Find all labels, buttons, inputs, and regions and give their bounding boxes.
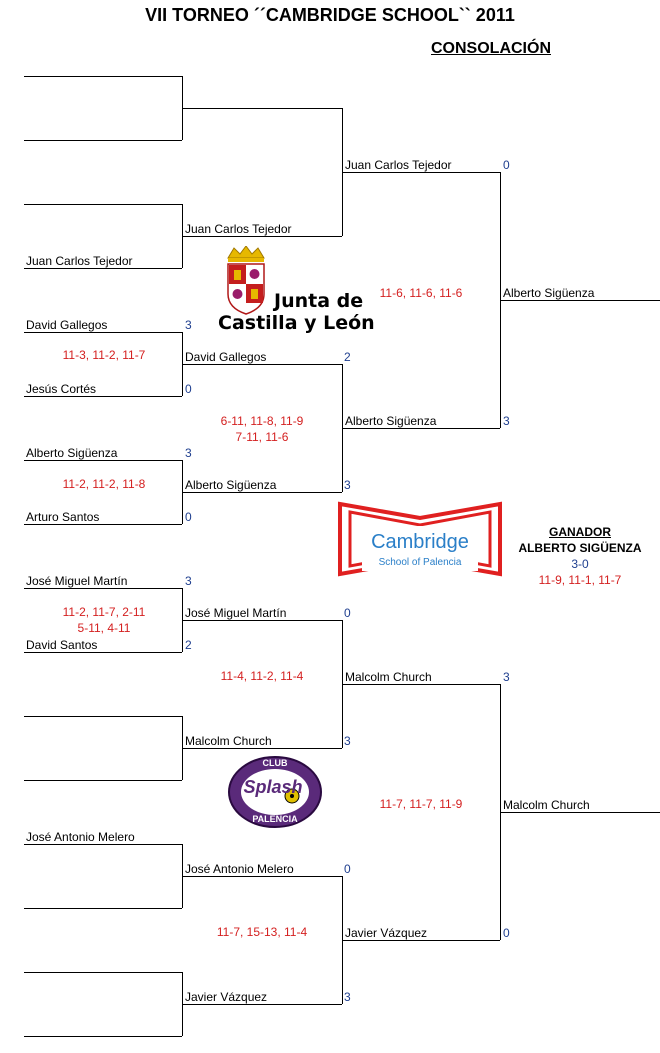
round1-player: Juan Carlos Tejedor <box>26 254 133 268</box>
round3-player: Alberto Sigüenza <box>345 414 437 428</box>
round1-player: José Miguel Martín <box>26 574 128 588</box>
round2-player: José Antonio Melero <box>185 862 294 876</box>
club-logo-top: CLUB <box>262 758 288 768</box>
cambridge-school-logo: Cambridge School of Palencia <box>338 498 502 580</box>
round2-line <box>182 1004 342 1005</box>
round1-line <box>24 780 182 781</box>
round2-score: 2 <box>344 350 351 364</box>
club-logo-bottom: PALENCIA <box>252 814 298 824</box>
round1-result: 11-2, 11-2, 11-8 <box>62 477 146 491</box>
round2-line <box>182 108 342 109</box>
round3-player: Juan Carlos Tejedor <box>345 158 452 172</box>
winner-result: 11-9, 11-1, 11-7 <box>538 573 622 587</box>
club-splash-logo: CLUB Splash PALENCIA <box>226 754 324 830</box>
round1-player: Alberto Sigüenza <box>26 446 118 460</box>
junta-logo-text-1: Junta de <box>274 290 364 312</box>
round1-result: 5-11, 4-11 <box>77 621 131 635</box>
round2-line <box>182 620 342 621</box>
round2-line <box>182 876 342 877</box>
round1-line <box>24 332 182 333</box>
round3-score: 3 <box>503 670 510 684</box>
round1-result: 11-3, 11-2, 11-7 <box>62 348 146 362</box>
round1-result: 11-2, 11-7, 2-11 <box>62 605 146 619</box>
round4-player: Alberto Sigüenza <box>503 286 595 300</box>
round1-line <box>24 972 182 973</box>
cambridge-logo-title: Cambridge <box>371 531 469 553</box>
round2-line <box>182 236 342 237</box>
round2-player: Javier Vázquez <box>185 990 268 1004</box>
round1-player: David Santos <box>26 638 98 652</box>
round1-player: José Antonio Melero <box>26 830 135 844</box>
round2-line <box>182 492 342 493</box>
round2-result: 6-11, 11-8, 11-9 <box>220 414 304 428</box>
round1-line <box>24 396 182 397</box>
round2-player: Juan Carlos Tejedor <box>185 222 292 236</box>
club-splash-icon <box>228 756 322 828</box>
round2-score: 3 <box>344 734 351 748</box>
round3-result: 11-6, 11-6, 11-6 <box>379 286 463 300</box>
round1-line <box>24 460 182 461</box>
round4-player: Malcolm Church <box>503 798 590 812</box>
round2-player: Malcolm Church <box>185 734 272 748</box>
round1-line <box>24 76 182 77</box>
round1-player: Arturo Santos <box>26 510 100 524</box>
round1-line <box>24 588 182 589</box>
round1-line <box>24 716 182 717</box>
round1-line <box>24 908 182 909</box>
round1-line <box>24 652 182 653</box>
round1-score: 3 <box>185 446 192 460</box>
round2-result: 11-7, 15-13, 11-4 <box>216 925 308 939</box>
round1-line <box>24 140 182 141</box>
round3-score: 3 <box>503 414 510 428</box>
round1-line <box>24 844 182 845</box>
round1-line <box>24 1036 182 1037</box>
round2-line <box>182 748 342 749</box>
round1-line <box>24 524 182 525</box>
round3-line <box>342 172 500 173</box>
round3-score: 0 <box>503 926 510 940</box>
round3-line <box>342 940 500 941</box>
round1-score: 3 <box>185 318 192 332</box>
round2-player: David Gallegos <box>185 350 267 364</box>
round3-score: 0 <box>503 158 510 172</box>
round2-line <box>182 364 342 365</box>
round4-line <box>500 300 660 301</box>
round1-line <box>24 268 182 269</box>
club-logo-name: Splash <box>243 777 303 797</box>
round1-score: 3 <box>185 574 192 588</box>
junta-logo-text-2: Castilla y León <box>218 312 375 334</box>
winner-label: GANADOR <box>549 525 611 539</box>
round2-score: 0 <box>344 606 351 620</box>
round1-score: 0 <box>185 510 192 524</box>
round1-player: Jesús Cortés <box>26 382 97 396</box>
winner-name: ALBERTO SIGÜENZA <box>518 541 642 555</box>
junta-castilla-leon-logo: Junta de Castilla y León <box>216 246 375 336</box>
coat-of-arms-icon <box>227 246 265 315</box>
round3-player: Malcolm Church <box>345 670 432 684</box>
round1-score: 2 <box>185 638 192 652</box>
round3-line <box>342 684 500 685</box>
round1-line <box>24 204 182 205</box>
round4-line <box>500 812 660 813</box>
round2-player: Alberto Sigüenza <box>185 478 277 492</box>
round1-score: 0 <box>185 382 192 396</box>
round2-result: 11-4, 11-2, 11-4 <box>220 669 304 683</box>
cambridge-logo-subtitle: School of Palencia <box>378 557 462 568</box>
cambridge-banner-icon <box>338 501 502 577</box>
round3-line <box>342 428 500 429</box>
round3-player: Javier Vázquez <box>345 926 428 940</box>
round3-result: 11-7, 11-7, 11-9 <box>379 797 463 811</box>
round2-player: José Miguel Martín <box>185 606 287 620</box>
page-title: VII TORNEO ´´CAMBRIDGE SCHOOL`` 2011 <box>145 5 515 25</box>
round1-player: David Gallegos <box>26 318 108 332</box>
page-subtitle: CONSOLACIÓN <box>431 40 551 57</box>
round2-result: 7-11, 11-6 <box>235 430 289 444</box>
round2-score: 0 <box>344 862 351 876</box>
round2-score: 3 <box>344 990 351 1004</box>
winner-score: 3-0 <box>571 557 589 571</box>
round2-score: 3 <box>344 478 351 492</box>
